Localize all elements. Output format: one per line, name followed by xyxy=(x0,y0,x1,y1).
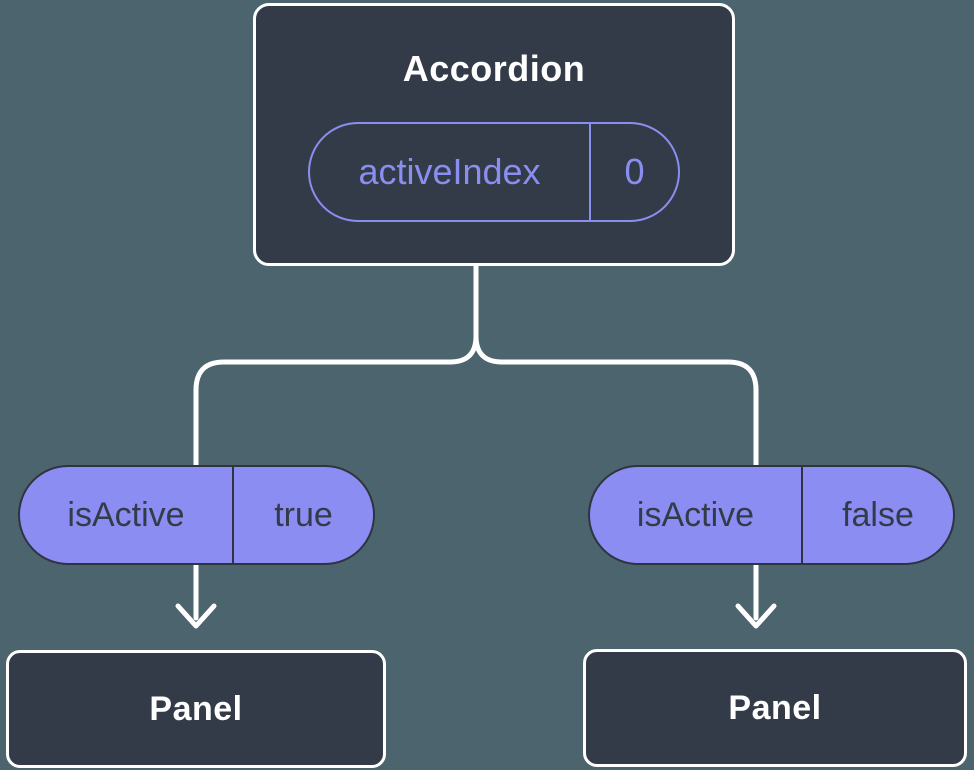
accordion-title: Accordion xyxy=(402,48,586,89)
active-index-pill: activeIndex 0 xyxy=(308,122,680,222)
panel-title: Panel xyxy=(149,689,243,728)
panel-node-left: Panel xyxy=(6,650,386,768)
prop-name-label: activeIndex xyxy=(310,124,591,220)
left-branch-line xyxy=(193,260,479,621)
right-branch-line xyxy=(473,260,759,621)
is-active-name-label: isActive xyxy=(590,467,803,563)
right-arrow-head xyxy=(735,603,777,629)
is-active-pill-false: isActive false xyxy=(588,465,955,565)
panel-title: Panel xyxy=(728,688,822,727)
is-active-name-label: isActive xyxy=(20,467,234,563)
prop-value-label: 0 xyxy=(624,151,645,192)
is-active-value-label: true xyxy=(274,495,333,534)
is-active-value-label: false xyxy=(842,495,914,534)
panel-node-right: Panel xyxy=(583,649,967,767)
left-arrow-head xyxy=(175,603,217,629)
is-active-pill-true: isActive true xyxy=(18,465,375,565)
accordion-node: Accordion activeIndex 0 xyxy=(253,3,735,266)
